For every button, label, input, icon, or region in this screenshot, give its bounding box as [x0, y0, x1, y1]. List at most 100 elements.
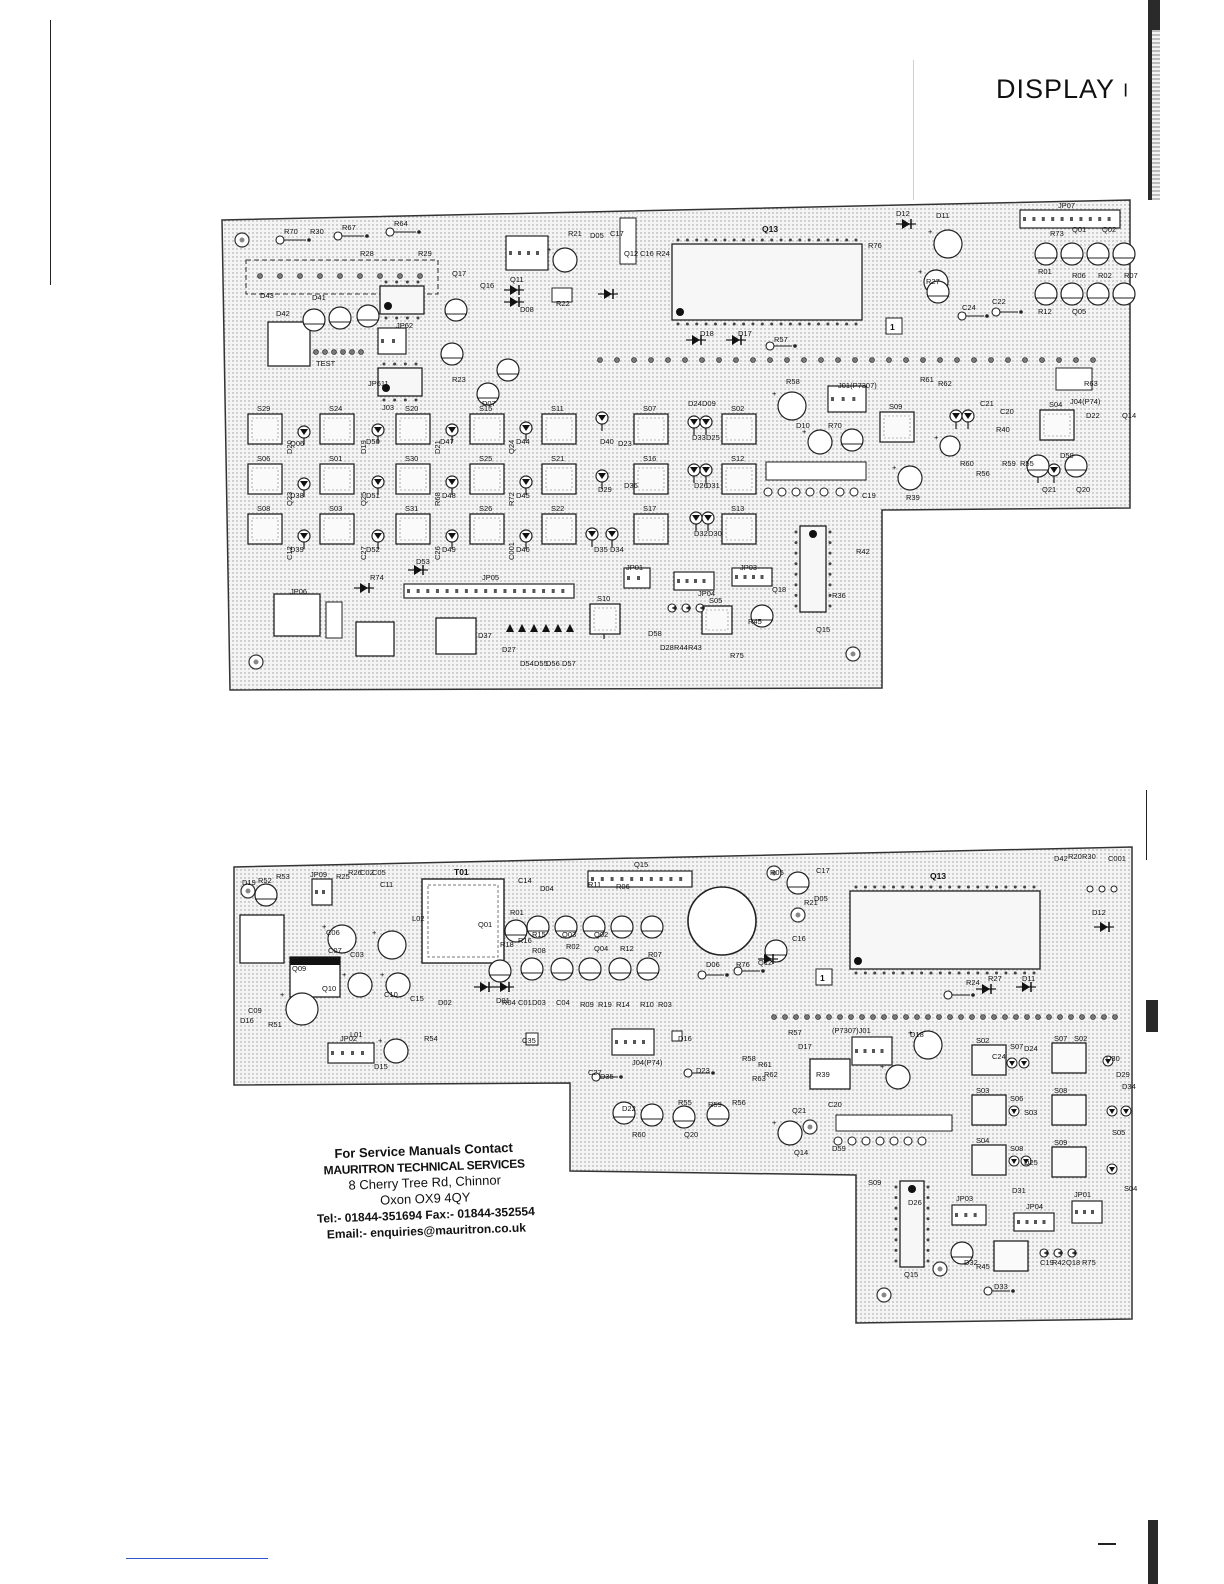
pin-header — [951, 1204, 987, 1226]
resistor — [1067, 1248, 1077, 1258]
ic-pin — [770, 238, 774, 242]
tact-switch: S17 — [633, 504, 669, 545]
header-pin — [542, 589, 546, 593]
resistor — [333, 231, 369, 241]
solder-pad — [1005, 357, 1011, 363]
transistor-body — [554, 915, 578, 939]
transistor-body — [328, 306, 352, 330]
pin-header — [311, 878, 333, 906]
resistor-pad2 — [971, 993, 975, 997]
component-label: R28 — [360, 249, 374, 258]
component-label: JP03 — [956, 1194, 973, 1203]
component-label: R63 — [1084, 379, 1098, 388]
pcb-bottom-svg: +++++T01JP02JP09+Q151Q13J04(P74)(P7307)J… — [233, 846, 1137, 1324]
led-diode — [297, 425, 311, 445]
solder-pad — [340, 349, 346, 355]
tact-switch: S01 — [319, 454, 355, 495]
mount-hole — [240, 883, 256, 899]
component-label: D26 — [694, 481, 708, 490]
led-diode — [701, 511, 715, 531]
component-label: D04 — [540, 884, 554, 893]
switch-body — [721, 413, 757, 445]
component-label: S15 — [479, 404, 492, 413]
ic-pin1-dot — [676, 308, 684, 316]
header-pin — [1023, 217, 1026, 221]
tact-switch: S25 — [469, 454, 505, 495]
tact-switch: S24 — [319, 404, 355, 445]
component-label: D26 — [908, 1198, 922, 1207]
component-label: D24 — [1024, 1044, 1038, 1053]
solder-pad — [313, 349, 319, 355]
ic-pin — [926, 1227, 930, 1231]
capacitor-polarity: + — [380, 970, 385, 979]
component-label: D55 — [534, 659, 548, 668]
component-label: D33 — [994, 1282, 1008, 1291]
led-diode — [687, 415, 701, 435]
component-label: S05 — [709, 596, 722, 605]
tact-switch — [971, 1044, 1007, 1076]
solder-pad — [297, 273, 303, 279]
capacitor: + — [380, 970, 411, 998]
heatsink-bar — [290, 957, 340, 965]
header-pin — [694, 579, 697, 583]
footer-underline — [126, 1558, 268, 1559]
header-pin — [1088, 217, 1092, 221]
transistor — [526, 915, 550, 939]
component-label: S21 — [551, 454, 564, 463]
led-column — [566, 624, 574, 632]
component-label: R52 — [258, 876, 272, 885]
component-label: JP07 — [1058, 201, 1075, 210]
component-label: D32 — [694, 529, 708, 538]
switch-s32 — [267, 321, 311, 367]
diode-triangle — [732, 335, 740, 345]
component-label: R57 — [788, 1028, 802, 1037]
diode — [504, 285, 524, 295]
header-pin — [484, 589, 488, 593]
solder-pad — [331, 349, 337, 355]
resistor-pad — [333, 231, 343, 241]
diode — [354, 583, 374, 593]
switch-body — [319, 463, 355, 495]
ic-pin — [920, 885, 924, 889]
solder-pad — [881, 1014, 887, 1020]
header-pin — [1079, 217, 1083, 221]
led-display-outline — [245, 259, 439, 295]
header-pin — [841, 397, 845, 401]
tact-switch: S08 — [247, 504, 283, 545]
component-label: S10 — [597, 594, 610, 603]
led-column — [542, 624, 550, 632]
led-triangle — [374, 427, 382, 433]
capacitor-polarity: + — [934, 433, 939, 442]
component-label: R76 — [736, 960, 750, 969]
pin-header — [731, 567, 773, 587]
diode — [598, 289, 618, 299]
solder-pad — [837, 1014, 843, 1020]
ic-pin — [416, 280, 420, 284]
diode-triangle — [764, 954, 772, 964]
transistor — [488, 959, 512, 983]
tact-switch: S10 — [589, 594, 621, 635]
transistor — [520, 957, 544, 981]
switch-s18 — [435, 617, 477, 655]
transistor-body — [1112, 242, 1136, 266]
ic-pin — [985, 885, 989, 889]
diode-triangle — [692, 335, 700, 345]
capacitor: + — [892, 463, 923, 491]
diode — [976, 984, 996, 994]
header-pin — [392, 339, 395, 343]
component-label: D49 — [442, 545, 456, 554]
ic-body — [671, 243, 863, 321]
component-label: Q05 — [1072, 307, 1086, 316]
led-diode — [519, 421, 533, 441]
solder-pad — [1039, 357, 1045, 363]
page-title: DISPLAY I — [996, 74, 1129, 105]
component-label: D41 — [312, 293, 326, 302]
header-pin — [509, 251, 512, 255]
component-label: (P7307)J01 — [832, 1026, 871, 1035]
ic-pin — [835, 238, 839, 242]
transistor — [1060, 242, 1084, 266]
ic-pin — [384, 316, 388, 320]
component-label: D59 — [832, 1144, 846, 1153]
diode-triangle — [604, 289, 612, 299]
solder-pad — [1112, 1014, 1118, 1020]
